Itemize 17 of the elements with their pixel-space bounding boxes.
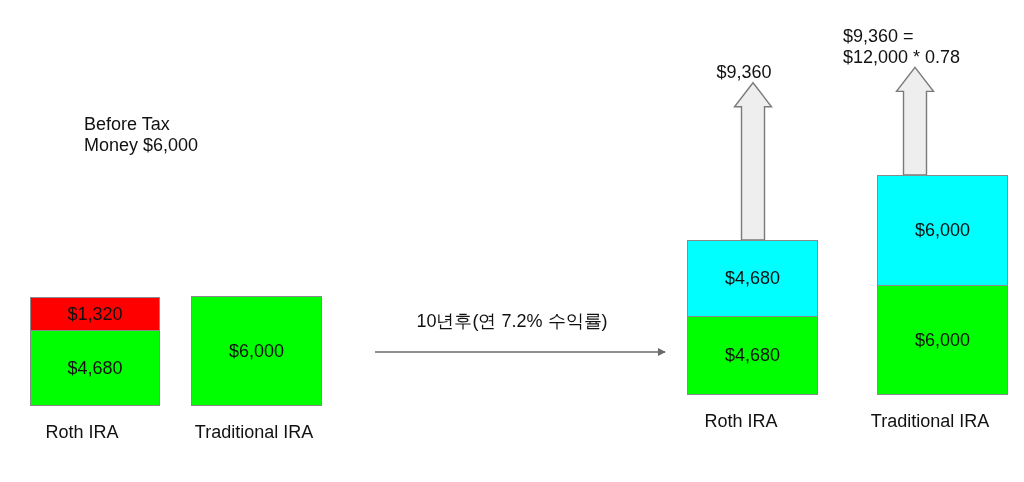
- block-arrow: [895, 66, 935, 176]
- block-arrow: [733, 81, 773, 241]
- note-text: Before Tax Money $6,000: [84, 114, 200, 156]
- bar-label: Roth IRA: [45, 422, 119, 443]
- bar-segment: $4,680: [30, 330, 160, 406]
- bar-segment: $4,680: [687, 316, 818, 395]
- value-text: $9,360 = $12,000 * 0.78: [843, 26, 963, 68]
- bar-label: Roth IRA: [704, 411, 778, 432]
- bar-segment: $4,680: [687, 240, 818, 317]
- bar-segment: $6,000: [877, 285, 1008, 395]
- value-text: $9,360: [716, 62, 772, 83]
- bar-segment: $1,320: [30, 297, 160, 331]
- bar-segment: $6,000: [191, 296, 322, 406]
- arrow-label: 10년후(연 7.2% 수익률): [416, 311, 608, 332]
- bar-label: Traditional IRA: [194, 422, 314, 443]
- bar-segment: $6,000: [877, 175, 1008, 286]
- bar-label: Traditional IRA: [870, 411, 990, 432]
